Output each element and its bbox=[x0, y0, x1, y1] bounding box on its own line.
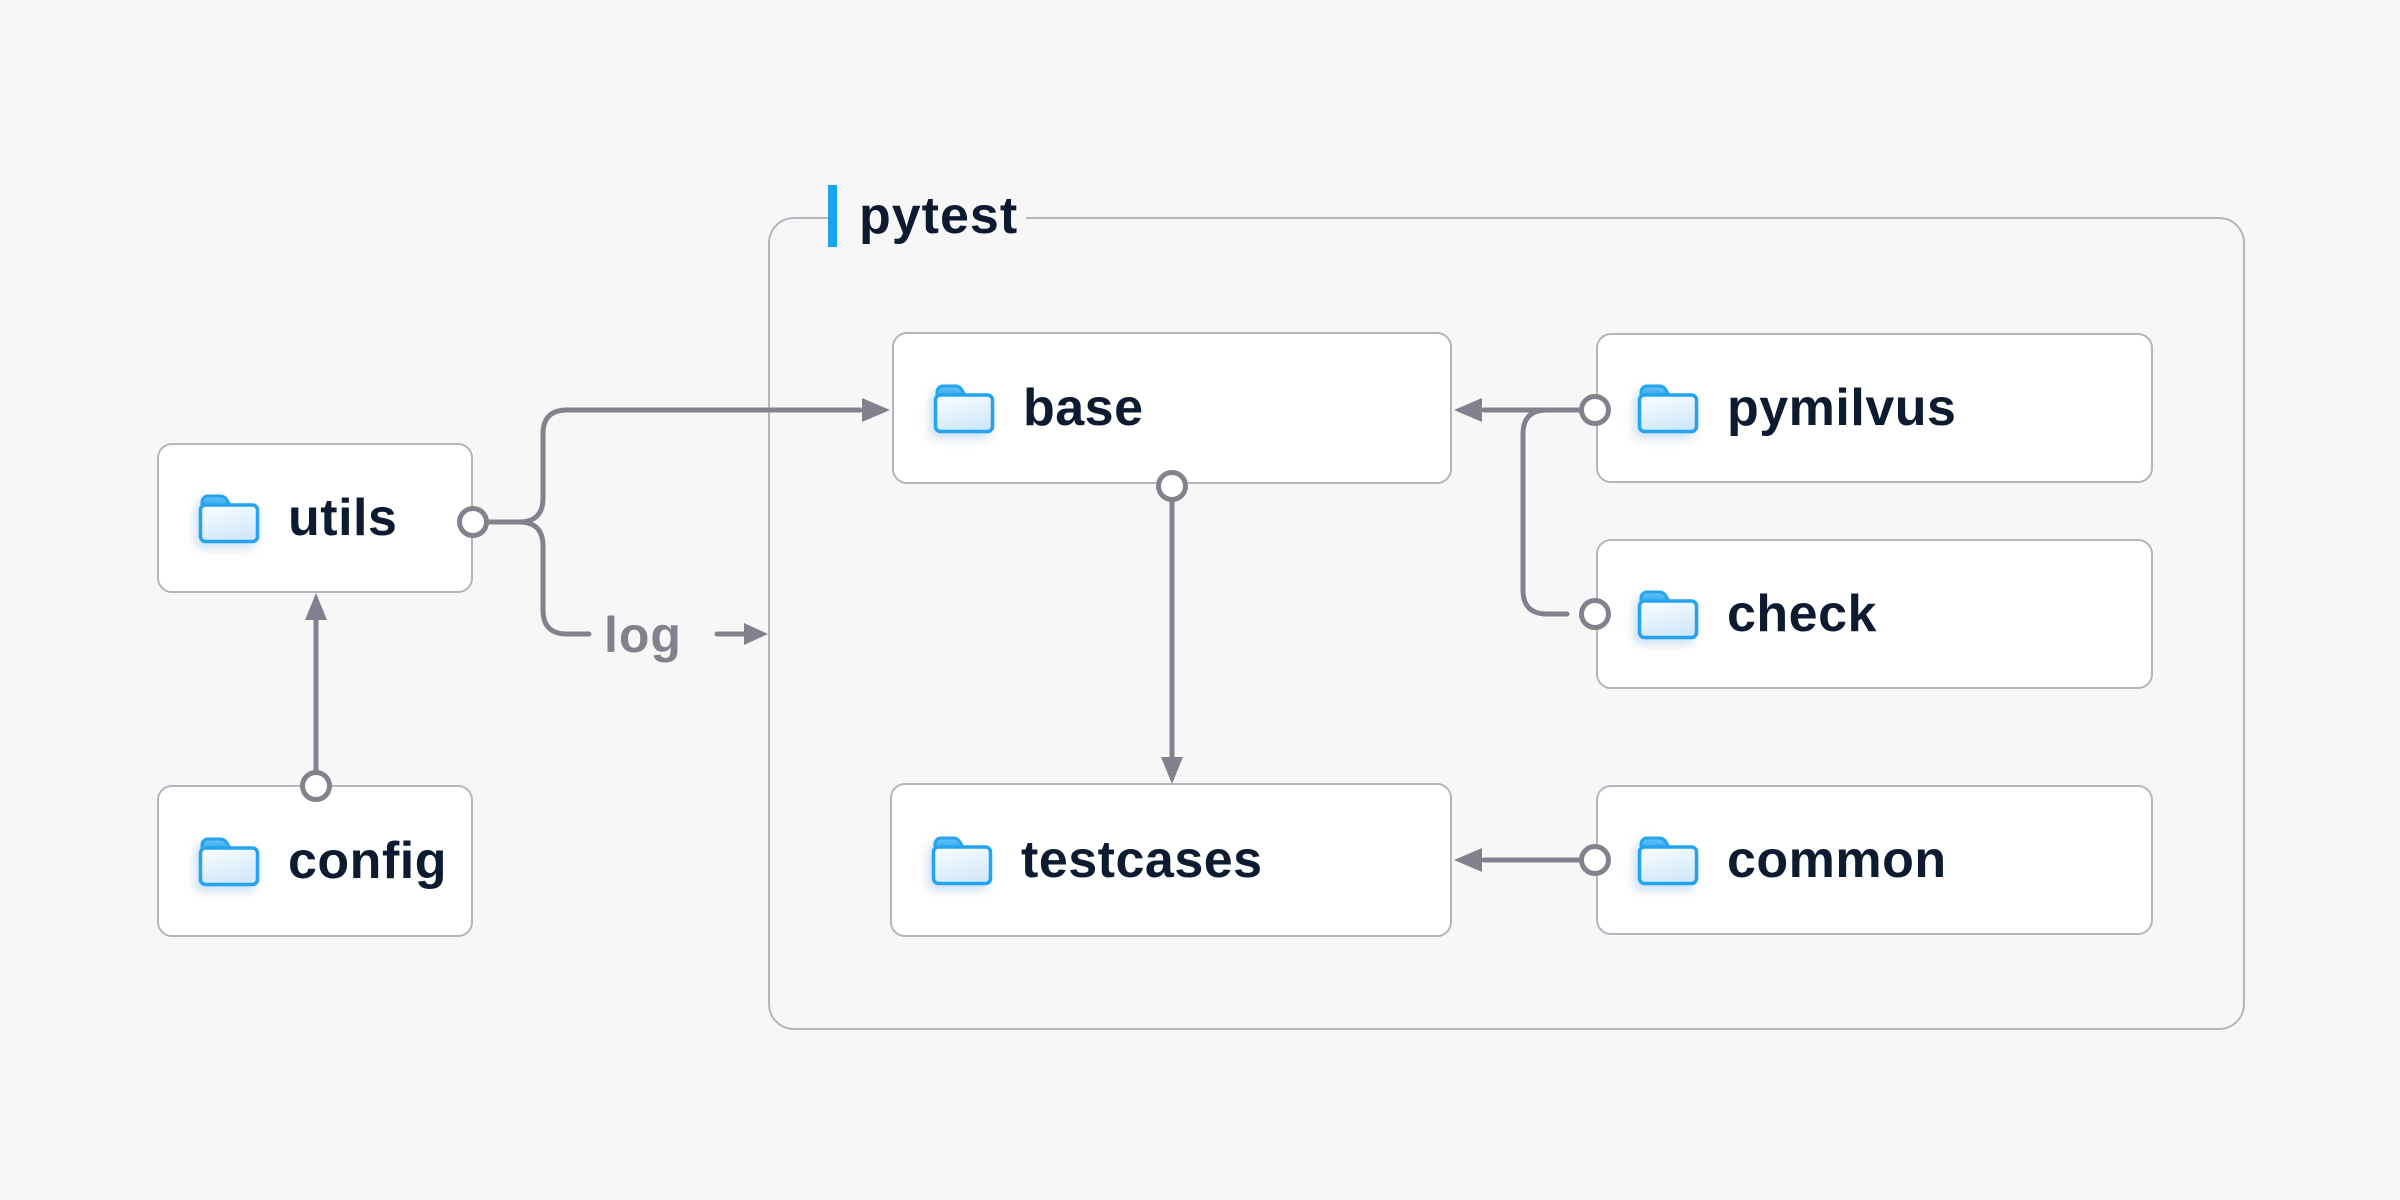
pytest-group-box bbox=[768, 217, 2245, 1030]
folder-icon bbox=[1637, 590, 1699, 640]
arrowhead-right bbox=[744, 623, 768, 645]
accent-bar bbox=[828, 185, 837, 247]
log-arrow-icon bbox=[714, 623, 768, 645]
arrowhead-up bbox=[305, 593, 327, 620]
folder-node-common: common bbox=[1596, 785, 2153, 935]
folder-icon bbox=[198, 494, 260, 544]
folder-label: common bbox=[1727, 831, 1947, 889]
pytest-group-label: pytest bbox=[828, 185, 1027, 247]
edge-label-log: log bbox=[604, 607, 682, 663]
folder-node-check: check bbox=[1596, 539, 2153, 689]
folder-label: testcases bbox=[1021, 831, 1263, 889]
folder-icon bbox=[1637, 384, 1699, 434]
edge-line bbox=[484, 519, 592, 637]
folder-label: pymilvus bbox=[1727, 379, 1957, 437]
edge-utils-log bbox=[484, 519, 592, 637]
folder-icon bbox=[931, 836, 993, 886]
folder-label: check bbox=[1727, 585, 1877, 643]
folder-node-utils: utils bbox=[157, 443, 473, 593]
pytest-group-title: pytest bbox=[859, 187, 1019, 245]
edge-config-utils bbox=[300, 593, 332, 802]
folder-icon bbox=[198, 837, 260, 887]
folder-icon bbox=[933, 384, 995, 434]
folder-node-testcases: testcases bbox=[890, 783, 1452, 937]
folder-icon bbox=[1637, 836, 1699, 886]
folder-label: utils bbox=[288, 489, 398, 547]
folder-node-config: config bbox=[157, 785, 473, 937]
folder-node-pymilvus: pymilvus bbox=[1596, 333, 2153, 483]
folder-label: config bbox=[288, 832, 447, 890]
folder-label: base bbox=[1023, 379, 1144, 437]
folder-node-base: base bbox=[892, 332, 1452, 484]
